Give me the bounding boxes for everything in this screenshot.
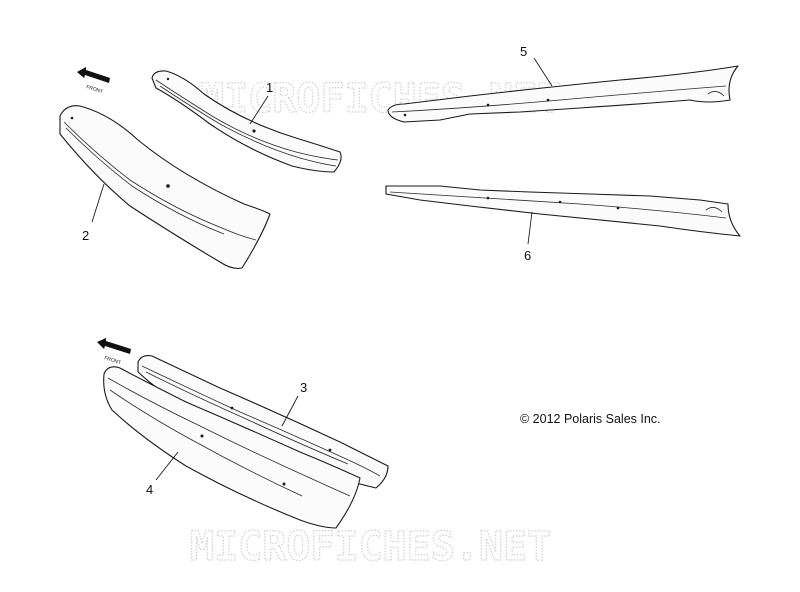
callout-5: 5 xyxy=(520,44,527,59)
callout-3: 3 xyxy=(300,380,307,395)
callout-6: 6 xyxy=(524,248,531,263)
copyright-text: © 2012 Polaris Sales Inc. xyxy=(520,412,661,426)
part-2-rail-cover xyxy=(59,105,271,269)
callout-4: 4 xyxy=(146,482,153,497)
callout-1: 1 xyxy=(266,80,273,95)
watermark-bottom: MICROFICHES.NET xyxy=(190,524,551,570)
part-5-rail-strip xyxy=(387,65,739,123)
front-arrow-top: FRONT xyxy=(77,67,110,95)
front-label-bottom: FRONT xyxy=(103,355,121,366)
part-1-rail-cover xyxy=(151,70,342,173)
front-label-top: FRONT xyxy=(85,84,103,95)
callout-2: 2 xyxy=(82,228,89,243)
leader-lines xyxy=(91,57,553,481)
front-arrow-bottom: FRONT xyxy=(97,338,131,366)
part-4-rail-cover xyxy=(103,366,361,529)
part-6-rail-strip xyxy=(385,185,741,237)
